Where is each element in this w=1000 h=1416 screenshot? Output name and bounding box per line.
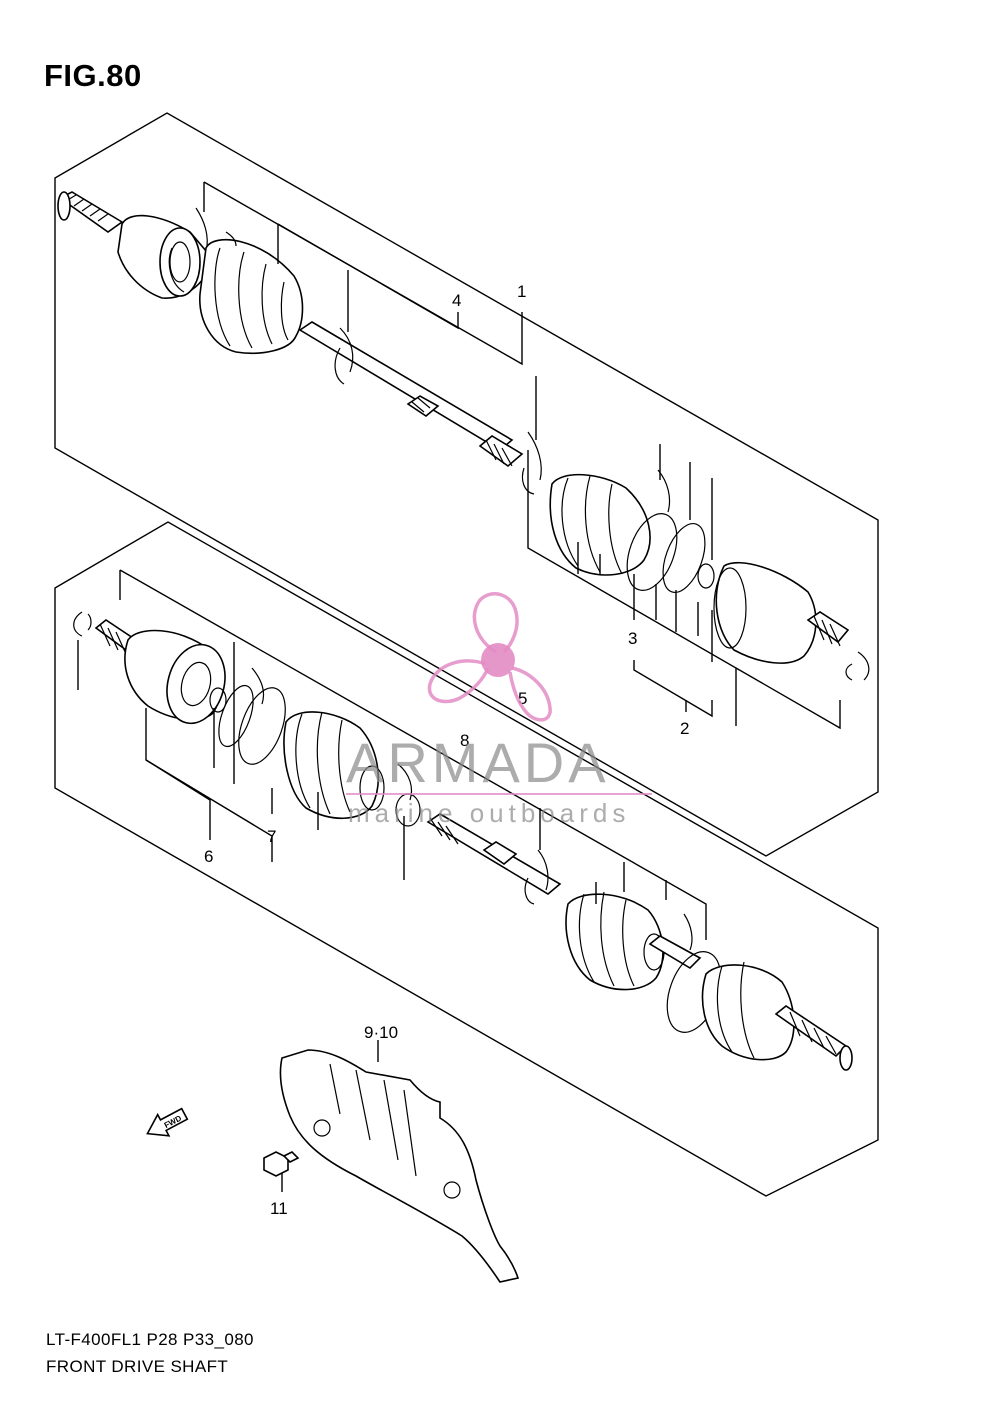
- lower-drive-shaft: [73, 611, 853, 1071]
- fwd-direction-arrow: FWD: [146, 1107, 189, 1137]
- upper-assembly-frame: [54, 112, 879, 857]
- upper-drive-shaft: [57, 191, 870, 681]
- upper-leader-lines: [203, 181, 841, 730]
- figure-title: FIG.80: [44, 58, 142, 93]
- callout-2: 2: [680, 719, 689, 738]
- callout-7: 7: [267, 827, 276, 846]
- armada-watermark: ARMADA marine outboards: [346, 592, 652, 828]
- callout-1: 1: [517, 282, 526, 301]
- model-code: LT-F400FL1 P28 P33_080: [46, 1330, 254, 1349]
- propeller-hub-icon: [481, 643, 515, 677]
- lower-assembly-frame: [54, 521, 879, 1197]
- shaft-guard-plate: [279, 1049, 520, 1283]
- callout-3: 3: [628, 629, 637, 648]
- callout-9-10: 9·10: [364, 1023, 398, 1042]
- hex-bolt: [263, 1151, 300, 1177]
- callout-11: 11: [270, 1199, 288, 1218]
- watermark-brand: ARMADA: [346, 731, 610, 794]
- lower-leader-lines: [77, 569, 707, 1192]
- watermark-tagline: marine outboards: [348, 798, 630, 828]
- callout-8: 8: [460, 731, 469, 750]
- propeller-logo-icon: [427, 592, 552, 722]
- callout-6: 6: [204, 847, 213, 866]
- callout-5: 5: [518, 689, 527, 708]
- diagram-caption: FRONT DRIVE SHAFT: [46, 1357, 229, 1376]
- callout-4: 4: [452, 291, 461, 310]
